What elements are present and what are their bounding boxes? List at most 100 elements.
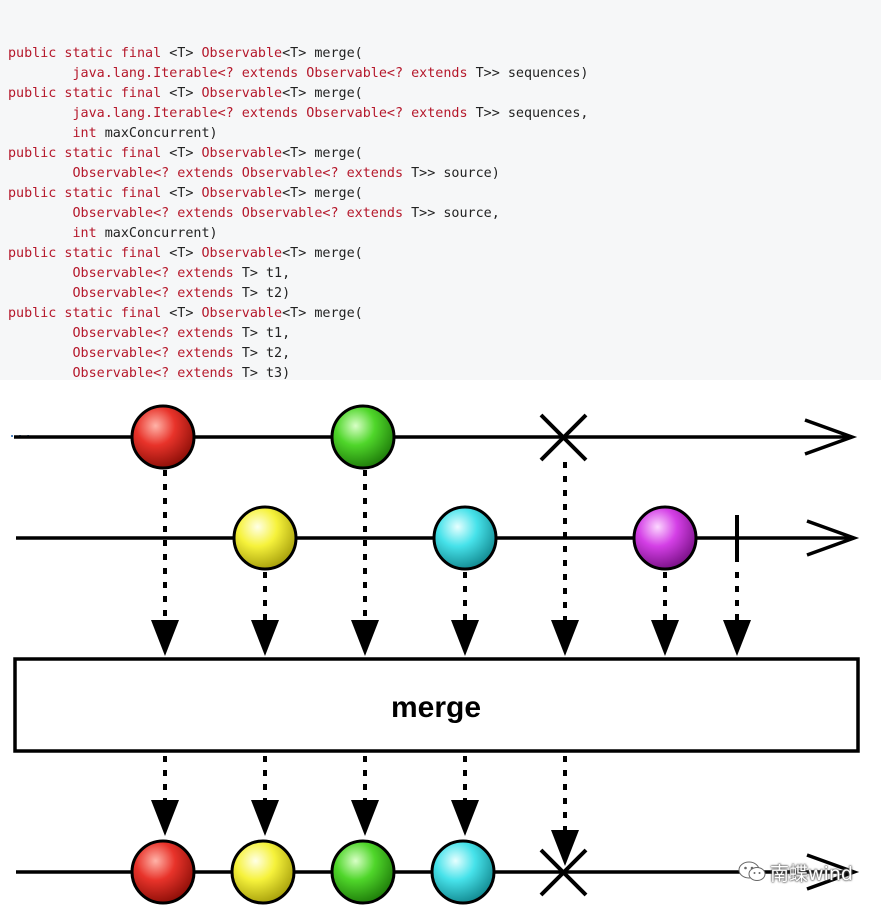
code-keyword: Observable<? extends [72,346,242,361]
code-text [8,166,73,181]
code-text [8,126,73,141]
code-text [8,286,73,301]
timeline-1-arrowhead [804,418,858,456]
code-text: <T> merge( [282,306,363,321]
marble-red [130,839,196,905]
code-text: <T> merge( [282,186,363,201]
error-x-icon [539,413,588,462]
arrowhead-down-icon [151,620,179,656]
arrowhead-down-icon [451,620,479,656]
code-text [8,346,73,361]
code-keyword: java.lang.Iterable<? extends Observable<… [72,106,476,121]
code-text: T>> source) [411,166,500,181]
code-line: Observable<? extends T> t1, [8,324,881,344]
code-text: <T> [169,186,202,201]
arrowhead-down-icon [351,620,379,656]
code-keyword: int [72,226,105,241]
code-keyword: Observable<? extends Observable<? extend… [72,206,412,221]
code-line: public static final <T> Observable<T> me… [8,184,881,204]
code-keyword: Observable [201,86,283,101]
code-line: int maxConcurrent) [8,224,881,244]
code-keyword: Observable<? extends Observable<? extend… [72,166,412,181]
code-text: <T> merge( [282,246,363,261]
error-x-icon [539,848,588,897]
code-text [8,106,73,121]
code-text: maxConcurrent) [104,226,218,241]
code-line: Observable<? extends Observable<? extend… [8,204,881,224]
code-line: public static final <T> Observable<T> me… [8,84,881,104]
code-keyword: Observable [201,246,283,261]
code-keyword: int [72,126,105,141]
code-text: T>> sequences, [475,106,589,121]
code-lines: public static final <T> Observable<T> me… [8,44,881,384]
code-line: Observable<? extends T> t2) [8,284,881,304]
code-keyword: public static final [8,186,170,201]
input-stream-1 [14,404,858,470]
code-line: Observable<? extends T> t2, [8,344,881,364]
timeline-output-arrowhead [806,853,860,891]
code-text [8,206,73,221]
watermark-text: 南蝶wind [770,862,853,885]
code-line: public static final <T> Observable<T> me… [8,244,881,264]
code-keyword: public static final [8,246,170,261]
watermark: 南蝶wind [738,858,853,886]
marble-red [130,404,196,470]
input-arrowheads [151,620,751,656]
code-keyword: Observable [201,306,283,321]
code-block: public static final <T> Observable<T> me… [0,0,881,441]
code-keyword: Observable<? extends [72,266,242,281]
code-keyword: Observable<? extends [72,366,242,381]
code-line: public static final <T> Observable<T> me… [8,44,881,64]
code-text: T> t3) [241,366,291,381]
marble-cyan [430,839,496,905]
input-connectors [163,462,739,620]
code-keyword: Observable [201,46,283,61]
code-keyword: public static final [8,146,170,161]
marble-cyan [432,505,498,571]
code-keyword: Observable [201,186,283,201]
code-line: public static final <T> Observable<T> me… [8,144,881,164]
code-text: T> t1, [241,326,291,341]
arrowhead-down-icon [723,620,751,656]
code-text: <T> [169,86,202,101]
code-keyword: Observable [201,146,283,161]
arrowhead-down-icon [151,800,179,836]
code-text: <T> [169,146,202,161]
code-line: int maxConcurrent) [8,124,881,144]
marble-yellow [232,505,298,571]
code-keyword: java.lang.Iterable<? extends Observable<… [72,66,476,81]
code-line: java.lang.Iterable<? extends Observable<… [8,104,881,124]
arrowhead-down-icon [451,800,479,836]
code-text: <T> merge( [282,86,363,101]
merge-operator-label: merge [391,691,481,724]
code-keyword: public static final [8,86,170,101]
code-keyword: Observable<? extends [72,326,242,341]
marble-magenta [632,505,698,571]
arrowhead-down-icon [651,620,679,656]
arrowhead-down-icon [251,800,279,836]
code-line: Observable<? extends T> t1, [8,264,881,284]
code-keyword: Observable<? extends [72,286,242,301]
marble-green [330,404,396,470]
code-text: <T> merge( [282,46,363,61]
merge-marble-diagram: merge [13,404,860,905]
input-stream-2 [16,505,860,571]
merge-operator-box: merge [13,657,860,753]
code-line: Observable<? extends T> t3) [8,364,881,384]
marble-green [330,839,396,905]
code-text [8,326,73,341]
code-keyword: public static final [8,46,170,61]
code-text: T>> source, [411,206,500,221]
code-line: Observable<? extends Observable<? extend… [8,164,881,184]
code-text [8,266,73,281]
arrowhead-down-icon [551,620,579,656]
marble-yellow [230,839,296,905]
code-keyword: public static final [8,306,170,321]
code-line: public static final <T> Observable<T> me… [8,304,881,324]
code-text: <T> [169,246,202,261]
code-text: T>> sequences) [475,66,589,81]
arrowhead-down-icon [551,830,579,866]
output-stream [16,839,860,905]
output-arrowheads [151,800,579,866]
arrowhead-down-icon [351,800,379,836]
